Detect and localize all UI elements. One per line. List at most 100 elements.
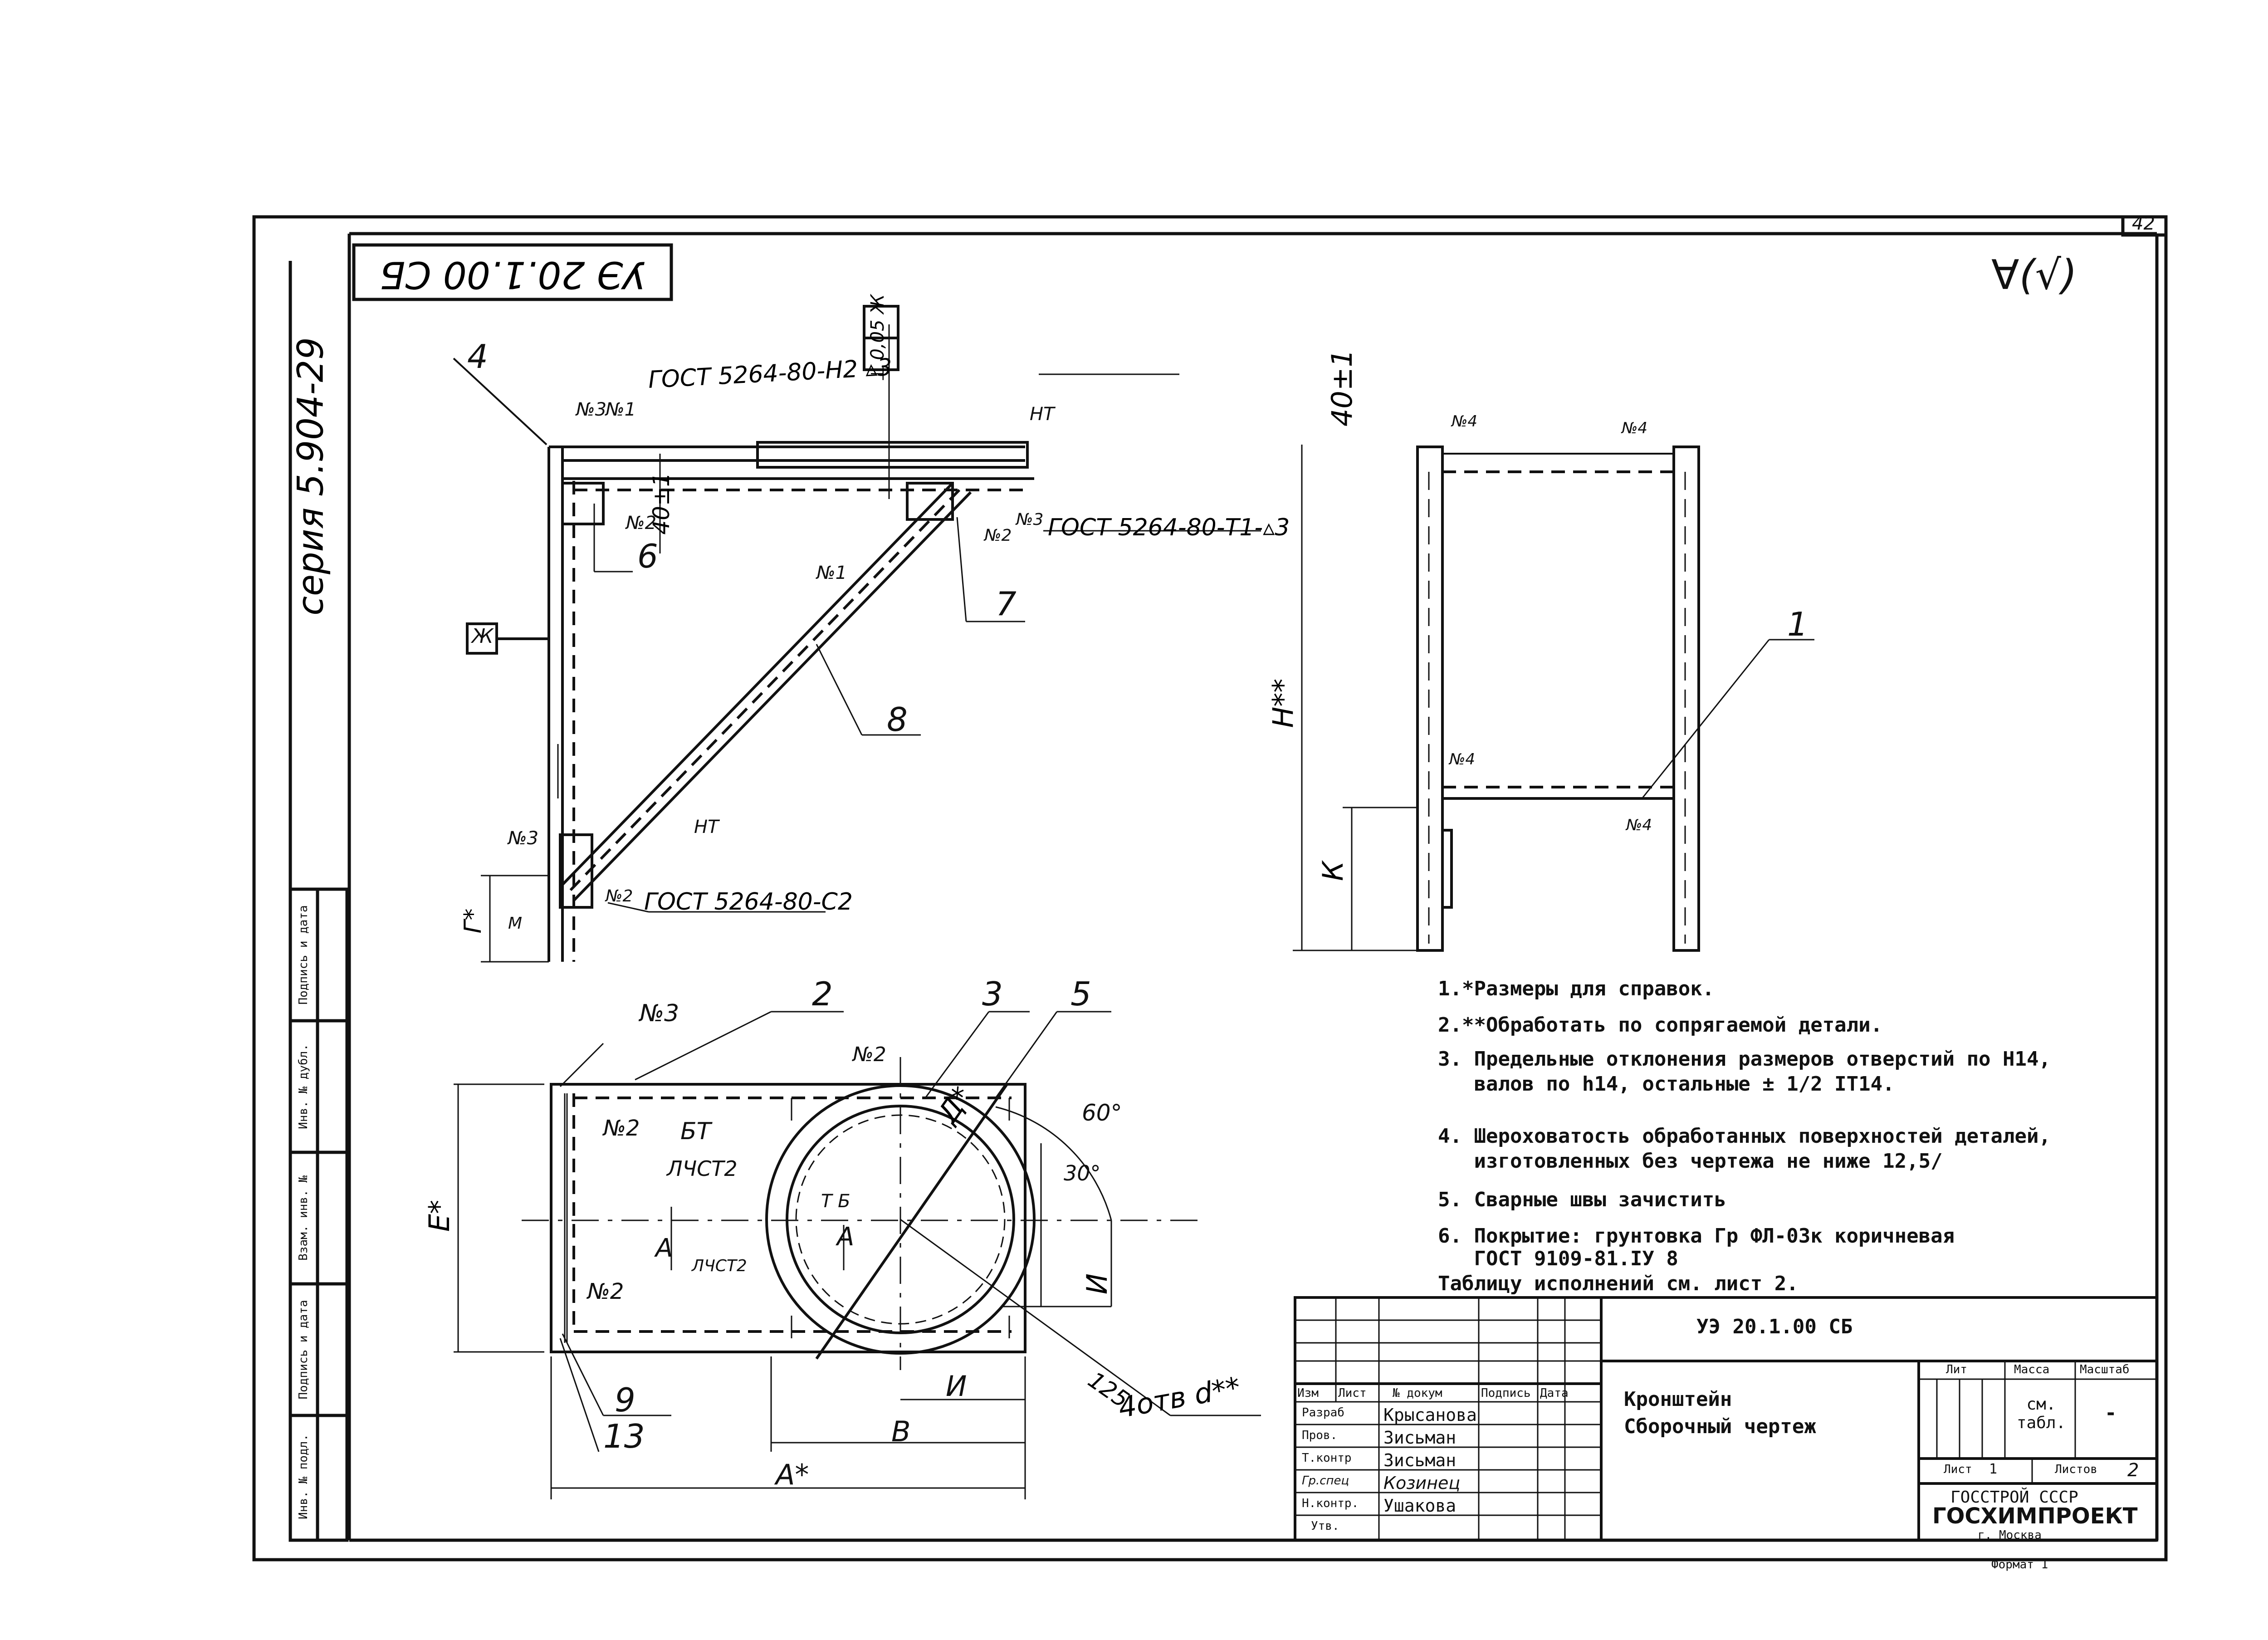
tb-role-6: Утв. bbox=[1311, 1519, 1339, 1533]
callout-3: 3 bbox=[982, 975, 1003, 1013]
tb-role-4: Гр.спец bbox=[1302, 1474, 1349, 1488]
weld-n2-d: №2 bbox=[603, 1116, 640, 1141]
tolerance-frame: ⊥ 0,05 Ж bbox=[867, 294, 888, 382]
weld-n2-a: №2 bbox=[626, 513, 657, 534]
note-table-ref: Таблицу исполнений см. лист 2. bbox=[1438, 1272, 1799, 1295]
note-3a: 3. Предельные отклонения размеров отверс… bbox=[1438, 1048, 2051, 1071]
format-label: Формат 1 bbox=[1991, 1558, 2048, 1571]
callout-7: 7 bbox=[996, 585, 1017, 623]
weld-n2-f: №2 bbox=[587, 1279, 624, 1304]
dim-k: К bbox=[1316, 860, 1349, 881]
dim-d: Д* bbox=[930, 1081, 979, 1130]
angle-60: 60° bbox=[1082, 1100, 1122, 1126]
tb-h-date: Дата bbox=[1540, 1386, 1569, 1400]
weld-n4-b: №4 bbox=[1622, 419, 1647, 437]
tb-person-5: Ушакова bbox=[1383, 1496, 1457, 1516]
tb-role-1: Разраб bbox=[1302, 1406, 1344, 1420]
weld-m: М bbox=[508, 914, 523, 933]
section-bt: БТ bbox=[680, 1118, 711, 1145]
section-a-left: А bbox=[655, 1234, 673, 1263]
weld-label-right: ГОСТ 5264-80-Т1-▵3 bbox=[1048, 514, 1290, 541]
sheet-number: 42 bbox=[2132, 213, 2155, 234]
tb-name-2: Сборочный чертеж bbox=[1624, 1415, 1816, 1438]
tb-h-doc: № докум bbox=[1393, 1386, 1442, 1400]
weld-n1-b: №1 bbox=[816, 563, 847, 583]
tb-person-4: Козинец bbox=[1383, 1473, 1461, 1493]
callout-8: 8 bbox=[887, 700, 908, 739]
title-block bbox=[1294, 1296, 2158, 1542]
tb-sheet-value: 1 bbox=[1989, 1461, 1998, 1477]
tb-name-1: Кронштейн bbox=[1624, 1388, 1732, 1411]
side-view bbox=[453, 305, 1261, 963]
callout-1: 1 bbox=[1787, 605, 1808, 643]
weld-n1: №1 bbox=[606, 399, 636, 420]
weld-n4-c: №4 bbox=[1449, 750, 1475, 769]
callout-5: 5 bbox=[1070, 975, 1091, 1013]
tb-scale-value: - bbox=[2105, 1401, 2117, 1425]
hole-callout: 4отв d** bbox=[1116, 1371, 1243, 1425]
datum-zh: Ж bbox=[472, 625, 494, 648]
dim-40-a: 40±1 bbox=[648, 472, 675, 534]
tb-role-2: Пров. bbox=[1302, 1429, 1338, 1442]
strip-label-1: Подпись и дата bbox=[297, 905, 311, 1005]
dim-h: Н** bbox=[1266, 679, 1300, 728]
stamp-box bbox=[352, 243, 673, 301]
sheet-ref-b: ЛЧСТ2 bbox=[692, 1257, 747, 1275]
dim-g: Г* bbox=[459, 909, 487, 934]
tb-org-3: г. Москва bbox=[1978, 1528, 2042, 1542]
dim-i-horizontal: И bbox=[946, 1370, 967, 1403]
weld-n4-d: №4 bbox=[1626, 816, 1652, 834]
callout-13: 13 bbox=[603, 1417, 645, 1455]
note-4b: изготовленных без чертежа не ниже 12,5/ bbox=[1438, 1150, 1943, 1173]
note-2: 2.**Обработать по сопрягаемой детали. bbox=[1438, 1013, 1883, 1037]
tb-h-sign: Подпись bbox=[1481, 1386, 1531, 1400]
tb-h-izm: Изм bbox=[1297, 1386, 1319, 1400]
tb-role-5: Н.контр. bbox=[1302, 1497, 1359, 1510]
strip-label-3: Взам. инв. № bbox=[297, 1175, 311, 1261]
weld-n3-c: №3 bbox=[508, 828, 539, 849]
sheet-ref-a: ЛЧСТ2 bbox=[667, 1156, 738, 1181]
series-label: серия 5.904-29 bbox=[290, 337, 331, 616]
weld-label-bottom: ГОСТ 5264-80-С2 bbox=[644, 888, 853, 915]
note-5: 5. Сварные швы зачистить bbox=[1438, 1188, 1726, 1211]
tb-scale-label: Масштаб bbox=[2080, 1363, 2130, 1376]
note-4a: 4. Шероховатость обработанных поверхност… bbox=[1438, 1125, 2051, 1148]
tb-person-3: Зисьман bbox=[1383, 1450, 1457, 1470]
outer-frame bbox=[252, 215, 2168, 1562]
weld-n3-d: №3 bbox=[640, 1000, 679, 1027]
callout-6: 6 bbox=[637, 537, 658, 575]
sheet-number-box bbox=[2121, 215, 2168, 237]
tb-sheet-label: Лист bbox=[1944, 1463, 1972, 1476]
note-6a: 6. Покрытие: грунтовка Гр ФЛ-03к коричне… bbox=[1438, 1224, 1955, 1248]
weld-n2-c: №2 bbox=[606, 887, 633, 906]
tb-h-list: Лист bbox=[1338, 1386, 1367, 1400]
section-tb: Т Б bbox=[821, 1191, 850, 1212]
angle-30: 30° bbox=[1064, 1161, 1101, 1185]
end-view bbox=[1293, 445, 1814, 952]
dim-a-overall: А* bbox=[776, 1458, 809, 1491]
tb-role-3: Т.контр bbox=[1302, 1451, 1352, 1465]
weld-n2-b: №2 bbox=[984, 526, 1012, 545]
corner-mark: ∀(√) bbox=[1991, 251, 2077, 299]
weld-nt-2: НТ bbox=[694, 817, 719, 837]
weld-label-top: ГОСТ 5264-80-Н2 ▵3 bbox=[648, 354, 893, 394]
tb-mass-label: Масса bbox=[2014, 1363, 2050, 1376]
tb-doc-code: УЭ 20.1.00 СБ bbox=[1696, 1315, 1853, 1338]
weld-n3-a: №3 bbox=[576, 399, 607, 420]
callout-2: 2 bbox=[812, 975, 833, 1013]
tb-person-2: Зисьман bbox=[1383, 1428, 1457, 1448]
section-a-right: А bbox=[837, 1222, 855, 1252]
strip-label-5: Инв. № подл. bbox=[297, 1434, 311, 1519]
tb-sheets-value: 2 bbox=[2127, 1460, 2139, 1481]
weld-n4-a: №4 bbox=[1452, 412, 1477, 431]
dim-i-vertical: И bbox=[1080, 1273, 1114, 1294]
strip-label-4: Подпись и дата bbox=[297, 1300, 311, 1400]
dim-40-b: 40±1 bbox=[1325, 349, 1359, 426]
tb-org-2: ГОСХИМПРОЕКТ bbox=[1932, 1503, 2138, 1529]
tb-mass-value: см. табл. bbox=[2016, 1395, 2066, 1433]
stamp-rotated: УЭ 20.1.00 СБ bbox=[380, 253, 645, 296]
note-3b: валов по h14, остальные ± 1/2 IT14. bbox=[1438, 1072, 1895, 1096]
tb-sheets-label: Листов bbox=[2055, 1463, 2097, 1476]
callout-4: 4 bbox=[467, 338, 488, 376]
